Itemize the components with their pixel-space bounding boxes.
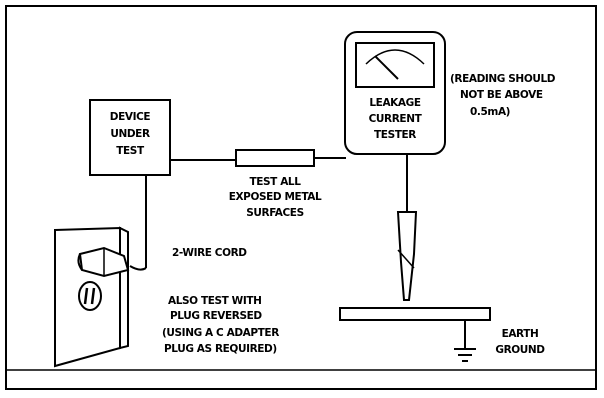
outlet-receptacle [78, 281, 102, 311]
device-label-line2: UNDER [110, 128, 150, 140]
ground-clip-icon [396, 211, 418, 301]
device-box [89, 99, 171, 176]
device-under-test: DEVICE UNDER TEST [89, 99, 171, 176]
probe-label-line2: EXPOSED METAL [229, 191, 322, 203]
reverse-note-line3: (USING A C ADAPTER [162, 327, 279, 339]
wall-outlet [54, 226, 130, 368]
reverse-note-line2: PLUG REVERSED [170, 310, 262, 322]
device-label-line3: TEST [116, 145, 145, 157]
reverse-note-line1: ALSO TEST WITH [168, 295, 262, 307]
reading-note-line1: (READING SHOULD [450, 73, 556, 85]
reading-note-line3: 0.5mA) [470, 106, 510, 118]
tester-label-line1: LEAKAGE [369, 97, 420, 109]
reading-note-line2: NOT BE ABOVE [460, 89, 543, 101]
tester-label-line2: CURRENT [369, 113, 423, 125]
ground-label-line1: EARTH [502, 328, 539, 340]
outlet-slot-right [90, 287, 96, 305]
cord-label: 2-WIRE CORD [172, 247, 247, 259]
cord-to-plug [129, 265, 147, 271]
leakage-current-tester: LEAKAGE CURRENT TESTER [344, 31, 446, 155]
ground-clip-line [397, 249, 415, 269]
plug-face [77, 253, 83, 271]
probe-label-line1: TEST ALL [249, 176, 301, 188]
tester-label-line3: TESTER [374, 129, 416, 141]
probe-label-line3: SURFACES [246, 207, 304, 219]
meter-needle-icon [374, 55, 399, 80]
ground-label-line2: GROUND [495, 344, 545, 356]
reverse-note-line4: PLUG AS REQUIRED) [164, 343, 277, 355]
outlet-plate-edge [119, 226, 129, 350]
test-probe [235, 149, 315, 167]
outlet-slot-left [83, 287, 89, 305]
ground-plate [339, 307, 491, 321]
device-label-line1: DEVICE [110, 111, 151, 123]
meter-scale-arc [365, 49, 425, 65]
